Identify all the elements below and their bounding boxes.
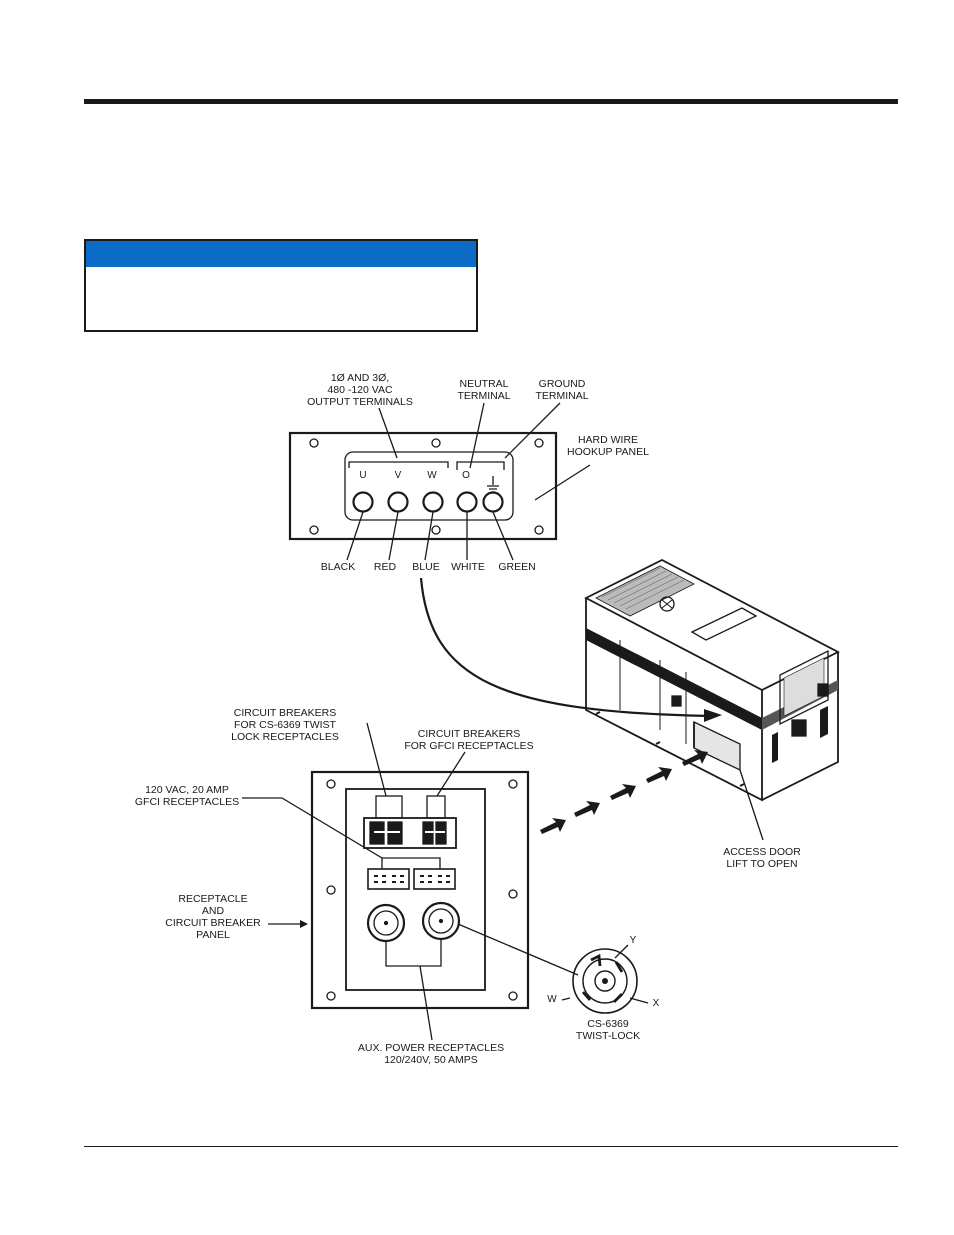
cb-gfci-label-1: CIRCUIT BREAKERS [418,728,521,740]
access-door-label-2: LIFT TO OPEN [726,858,797,870]
pin-label-w: W [547,994,557,1005]
receptacle-panel-label-3: CIRCUIT BREAKER [165,917,261,929]
receptacle-panel-label-2: AND [202,905,225,917]
terminal-label-w: W [427,470,437,481]
receptacle-panel-label-1: RECEPTACLE [178,893,247,905]
wire-label-white: WHITE [451,561,485,573]
wire-run [419,577,711,718]
receptacle-panel [242,722,579,1041]
wire-label-red: RED [374,561,397,573]
twist-lock-diagram [561,944,649,1014]
receptacle-panel-label-4: PANEL [196,929,230,941]
pin-label-y: Y [630,935,637,946]
terminal-o [456,491,478,513]
wire-label-black: BLACK [321,561,355,573]
output-terminals-label-1: 1Ø AND 3Ø, [331,372,389,384]
arrow-icon [704,709,722,722]
direction-arrows [540,750,708,834]
twist-lock-label-2: TWIST-LOCK [576,1030,640,1042]
gfci-label-1: 120 VAC, 20 AMP [145,784,229,796]
access-door-label-1: ACCESS DOOR [723,846,801,858]
notice-box [84,239,478,332]
terminal-v [387,491,409,513]
terminal-ground [482,491,504,513]
output-terminals-label-3: OUTPUT TERMINALS [307,396,413,408]
wire-label-green: GREEN [498,561,535,573]
terminal-label-u: U [359,470,366,481]
neutral-terminal-label-1: NEUTRAL [459,378,508,390]
twist-lock-label-1: CS-6369 [587,1018,629,1030]
cb-gfci-label-2: FOR GFCI RECEPTACLES [404,740,533,752]
footer-rule [84,1146,898,1147]
ground-terminal-label-1: GROUND [539,378,586,390]
notice-header-bar [86,241,476,267]
cb-twist-lock-label-2: FOR CS-6369 TWIST [234,719,336,731]
aux-power-label-2: 120/240V, 50 AMPS [384,1054,478,1066]
ground-terminal-label-2: TERMINAL [535,390,588,402]
cb-twist-lock-label-1: CIRCUIT BREAKERS [234,707,337,719]
terminal-w [422,491,444,513]
aux-power-label-1: AUX. POWER RECEPTACLES [358,1042,504,1054]
output-terminals-label-2: 480 -120 VAC [327,384,393,396]
terminal-label-o: O [462,470,470,481]
hookup-panel [288,402,591,561]
terminal-u [352,491,374,513]
terminal-label-v: V [395,470,402,481]
generator-illustration [584,558,840,802]
hookup-panel-label-1: HARD WIRE [578,434,638,446]
cb-twist-lock-label-3: LOCK RECEPTACLES [231,731,339,743]
wire-label-blue: BLUE [412,561,439,573]
gfci-label-2: GFCI RECEPTACLES [135,796,239,808]
neutral-terminal-label-2: TERMINAL [457,390,510,402]
pin-label-x: X [653,998,660,1009]
access-door-leader [739,769,764,841]
hookup-panel-label-2: HOOKUP PANEL [567,446,649,458]
header-rule [84,99,898,104]
